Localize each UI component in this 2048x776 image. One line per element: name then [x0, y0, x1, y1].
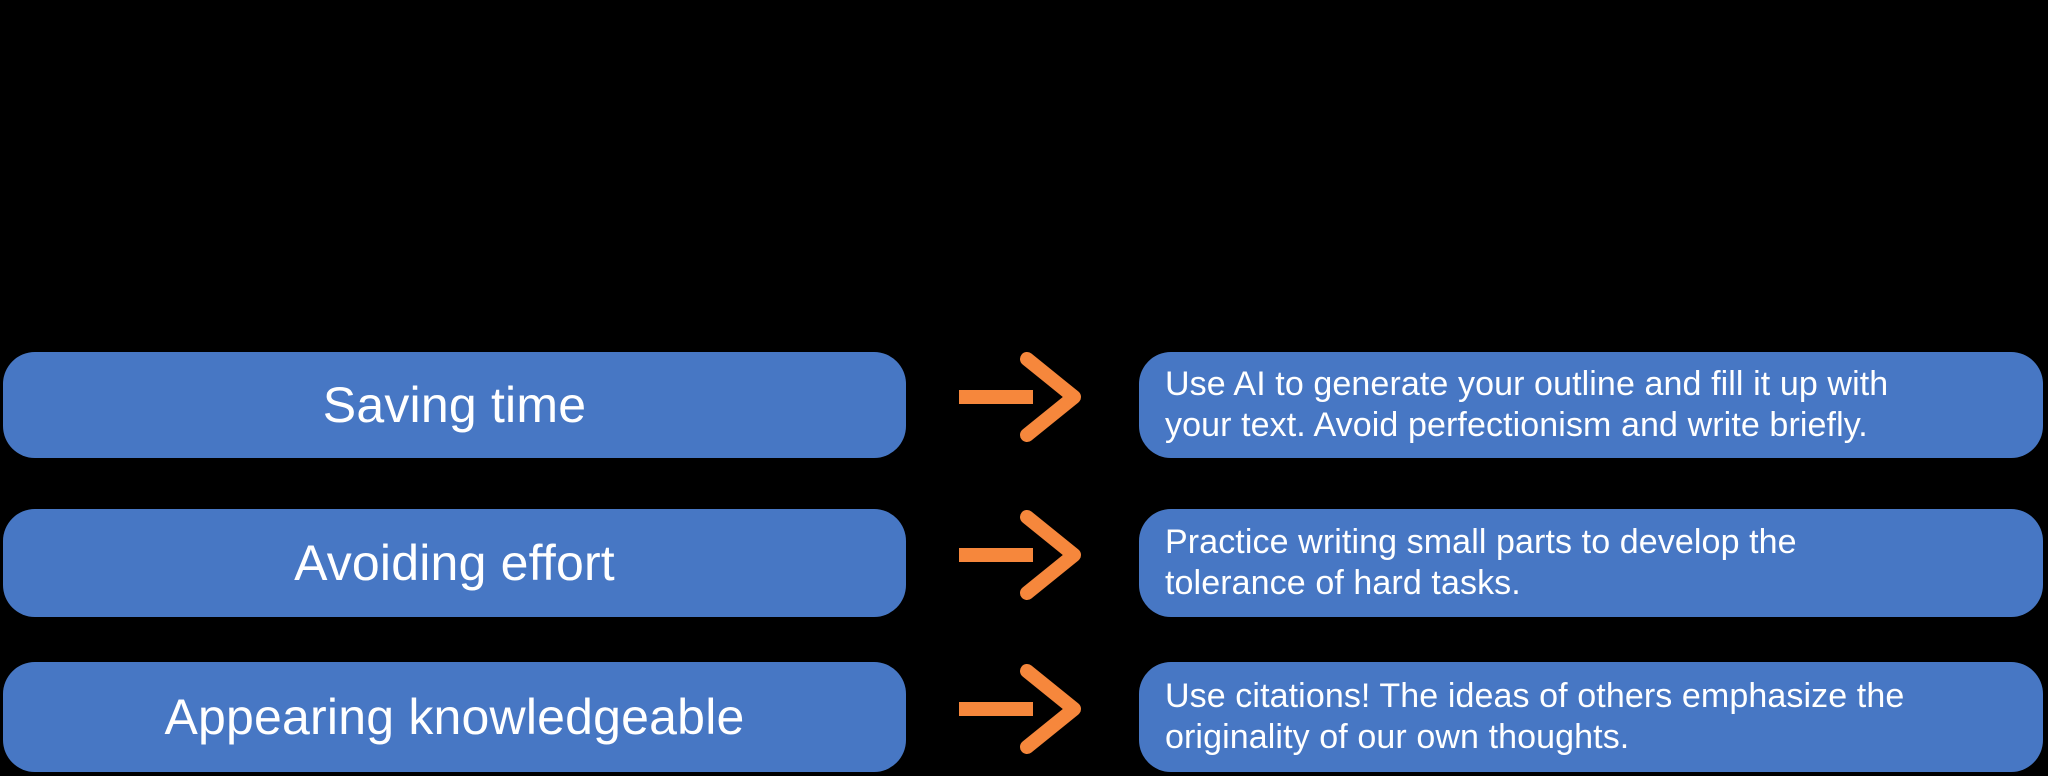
tip-text-line: tolerance of hard tasks.: [1165, 564, 1521, 602]
arrow-right-icon: [959, 664, 1081, 754]
cause-box-avoiding-effort: Avoiding effort: [3, 509, 906, 617]
diagram-row-appearing-knowledgeable: Appearing knowledgeable Use citations! T…: [0, 662, 2048, 772]
tip-text-line: Practice writing small parts to develop …: [1165, 523, 1797, 561]
arrow-right-icon: [959, 352, 1081, 442]
cause-label: Appearing knowledgeable: [164, 689, 745, 745]
tip-text-line: Use AI to generate your outline and fill…: [1165, 365, 1889, 403]
tip-text-line: Use citations! The ideas of others empha…: [1165, 677, 1905, 715]
diagram-row-avoiding-effort: Avoiding effort Practice writing small p…: [0, 509, 2048, 617]
cause-label: Avoiding effort: [294, 535, 615, 591]
tip-text: Use citations! The ideas of others empha…: [1165, 676, 1904, 758]
tip-box-avoiding-effort: Practice writing small parts to develop …: [1139, 509, 2043, 617]
tip-text-line: originality of our own thoughts.: [1165, 718, 1630, 756]
tip-box-saving-time: Use AI to generate your outline and fill…: [1139, 352, 2043, 458]
tip-box-appearing-knowledgeable: Use citations! The ideas of others empha…: [1139, 662, 2043, 772]
cause-label: Saving time: [322, 377, 587, 433]
tip-text-line: your text. Avoid perfectionism and write…: [1165, 406, 1868, 444]
diagram-row-saving-time: Saving time Use AI to generate your outl…: [0, 352, 2048, 458]
tip-text: Use AI to generate your outline and fill…: [1165, 364, 1888, 446]
arrow-right-icon: [959, 510, 1081, 600]
tip-text: Practice writing small parts to develop …: [1165, 522, 1797, 604]
cause-box-saving-time: Saving time: [3, 352, 906, 458]
cause-box-appearing-knowledgeable: Appearing knowledgeable: [3, 662, 906, 772]
